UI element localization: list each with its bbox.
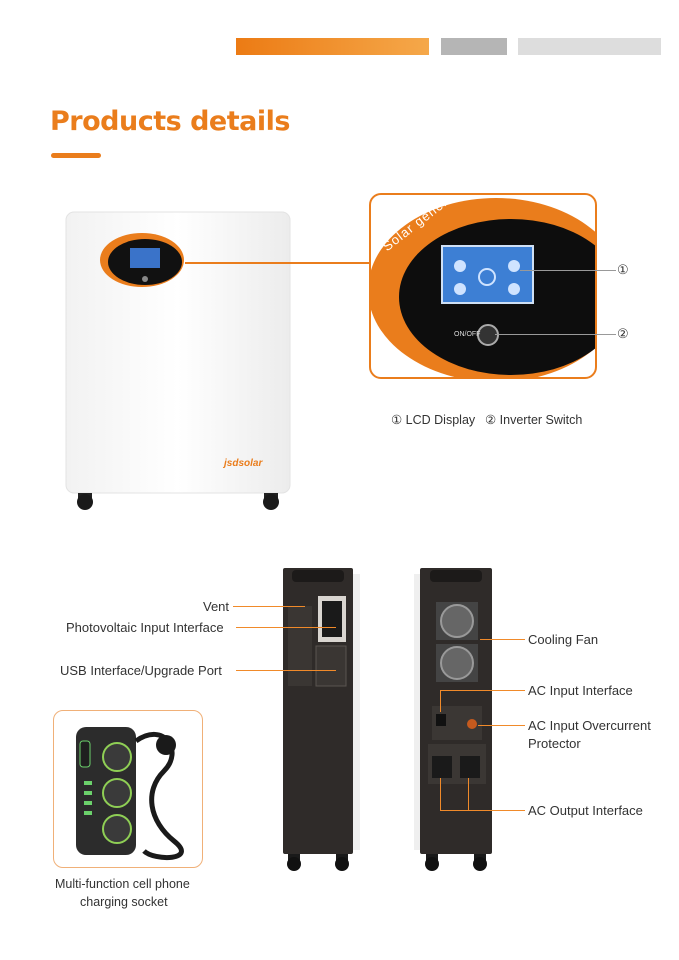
ac-output-line-v2 <box>468 778 469 810</box>
accessory-caption-line2: charging socket <box>80 895 168 909</box>
label-usb: USB Interface/Upgrade Port <box>60 663 222 678</box>
ac-overcurrent-line <box>478 725 525 726</box>
ac-input-line-h <box>440 690 525 691</box>
switch-callout-marker: ② <box>617 326 629 341</box>
label-ac-output: AC Output Interface <box>528 803 643 818</box>
label-cooling-fan: Cooling Fan <box>528 632 599 647</box>
cooling-fan-line <box>480 639 525 640</box>
pv-input-line <box>236 627 336 628</box>
legend-lcd-display: ① LCD Display <box>391 413 476 427</box>
on-off-label: ON/OFF <box>454 331 481 338</box>
header-bar-light-gray <box>518 38 661 55</box>
ac-input-line-v <box>440 690 441 712</box>
brand-logo: jsdsolar <box>224 458 263 469</box>
label-ac-overcurrent-2: Protector <box>528 736 581 751</box>
accessory-caption-line1: Multi-function cell phone <box>55 877 190 891</box>
front-product-image: jsdsolar <box>60 210 296 515</box>
ac-output-line-v1 <box>440 778 441 810</box>
label-ac-overcurrent-1: AC Input Overcurrent <box>528 718 651 733</box>
switch-callout-line <box>495 334 616 335</box>
label-pv-input: Photovoltaic Input Interface <box>66 620 224 635</box>
accessory-image-box <box>53 710 203 868</box>
header-bar-gray <box>441 38 507 55</box>
legend-inverter-switch: ② Inverter Switch <box>485 413 583 427</box>
title-underline <box>51 153 101 158</box>
label-ac-input: AC Input Interface <box>528 683 633 698</box>
label-vent: Vent <box>203 599 230 614</box>
header-bar-orange <box>236 38 429 55</box>
usb-line <box>236 670 336 671</box>
zoom-panel: Solar generator ON/OFF <box>369 193 597 379</box>
ac-output-line-h <box>440 810 525 811</box>
zoom-connector-line <box>185 262 370 264</box>
side-view-product-image <box>280 566 362 873</box>
lcd-callout-line <box>520 270 616 271</box>
lcd-callout-marker: ① <box>617 262 629 277</box>
back-view-product-image <box>414 566 496 873</box>
page-title: Products details <box>50 106 290 137</box>
vent-line <box>233 606 305 607</box>
